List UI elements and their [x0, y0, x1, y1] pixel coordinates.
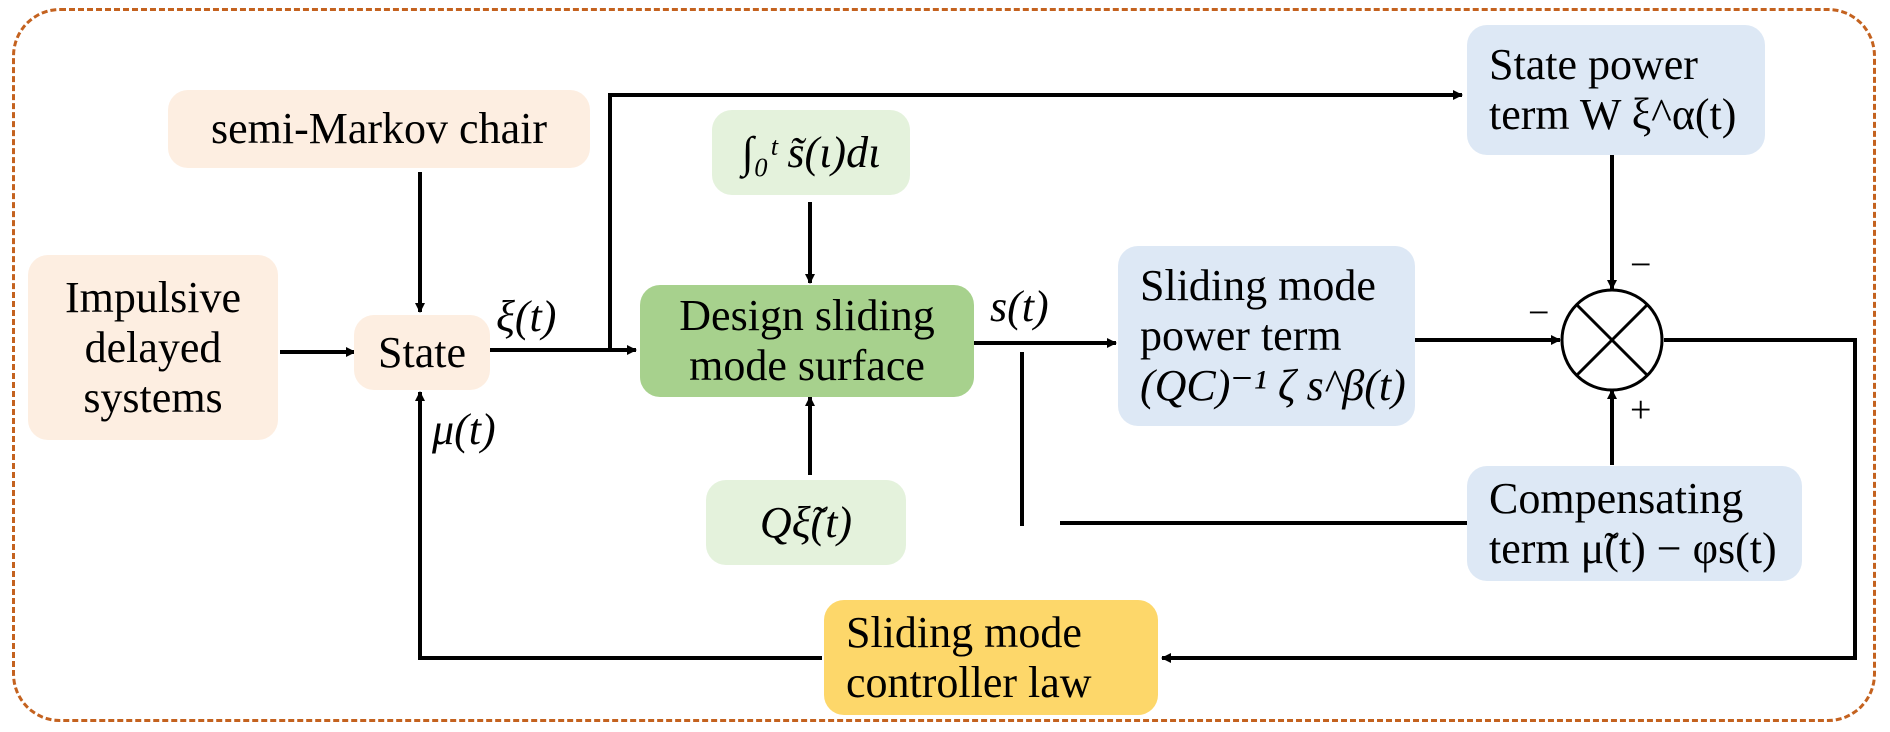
- junction-sign-left: −: [1528, 292, 1550, 334]
- semi-markov-block: semi-Markov chair: [168, 90, 590, 168]
- controller-line-1: Sliding mode: [846, 607, 1082, 657]
- sliding-mode-power-term-block: Sliding mode power term (QC)⁻¹ ζ s^β(t): [1118, 246, 1415, 426]
- s-signal-label: s(t): [990, 282, 1049, 331]
- integral-formula: ∫₀ᵗ s̃(ι)dι: [741, 127, 881, 177]
- semi-markov-label: semi-Markov chair: [211, 104, 547, 153]
- q-xi-block: Qξ̃(t): [706, 480, 906, 565]
- impulsive-line-2: delayed: [84, 322, 222, 372]
- design-sliding-surface-block: Design sliding mode surface: [640, 285, 974, 397]
- arrow-junction-to-controller: [1161, 338, 1857, 663]
- compensating-line-2: term μ̃(t) − φs(t): [1489, 523, 1777, 573]
- q-xi-formula: Qξ̃(t): [759, 497, 853, 547]
- sliding-power-formula: (QC)⁻¹ ζ s^β(t): [1140, 361, 1406, 410]
- state-power-line-2: term W ξ^α(t): [1489, 90, 1737, 139]
- sliding-mode-controller-law-block: Sliding mode controller law: [824, 600, 1158, 715]
- impulsive-line-3: systems: [83, 372, 223, 422]
- mu-signal-label: μ(t): [432, 405, 496, 454]
- junction-sign-bottom: +: [1630, 389, 1652, 431]
- impulsive-line-1: Impulsive: [65, 272, 241, 322]
- design-line-2: mode surface: [689, 341, 925, 390]
- state-power-line-1: State power: [1489, 40, 1698, 89]
- design-line-1: Design sliding: [679, 291, 935, 340]
- xi-signal-label: ξ(t): [496, 292, 557, 341]
- compensating-line-1: Compensating: [1489, 473, 1744, 523]
- outer-dashed-frame: [12, 8, 1876, 722]
- compensating-term-block: Compensating term μ̃(t) − φs(t): [1467, 466, 1802, 581]
- state-block: State: [354, 315, 490, 390]
- sliding-power-line-1: Sliding mode: [1140, 261, 1376, 310]
- state-label: State: [378, 327, 466, 377]
- arrow-controller-to-state: [415, 391, 822, 660]
- sum-cross-icon: [1560, 288, 1664, 392]
- integral-block: ∫₀ᵗ s̃(ι)dι: [712, 110, 910, 195]
- controller-line-2: controller law: [846, 657, 1092, 707]
- state-power-term-block: State power term W ξ^α(t): [1467, 25, 1765, 155]
- arrow-branch-to-state-power: [608, 90, 1463, 350]
- impulsive-delayed-systems-block: Impulsive delayed systems: [28, 255, 278, 440]
- sliding-power-line-2: power term: [1140, 311, 1342, 360]
- junction-sign-top: −: [1630, 244, 1652, 286]
